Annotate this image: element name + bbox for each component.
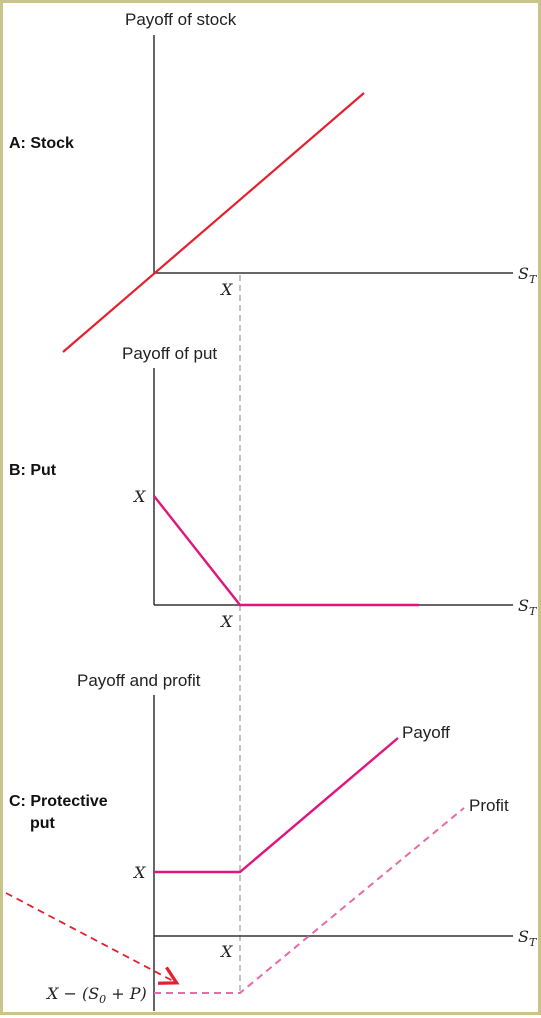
panel-c-y-title: Payoff and profit	[77, 671, 201, 690]
panel-a-x-tick: X	[219, 280, 233, 299]
profit-series-label: Profit	[469, 796, 509, 815]
stock-payoff-line	[62, 92, 365, 353]
put-payoff-line	[153, 495, 419, 607]
panel-c-low-tick: X − (S0 + P)	[45, 984, 147, 1006]
panel-c-x-axis-label: ST	[518, 927, 538, 949]
protective-put-diagram: Payoff of stock A: Stock ST X Payoff of …	[5, 10, 538, 1011]
panel-c-x-tick: X	[219, 942, 233, 961]
panel-c-protective-put: Payoff and profit C: Protective put ST X…	[5, 671, 538, 1011]
panel-a-x-axis-label: ST	[518, 264, 538, 286]
panel-c-label-line1: C: Protective	[9, 793, 108, 810]
panel-b-label: B: Put	[9, 462, 57, 479]
callout-arrow	[5, 892, 180, 985]
panel-b-x-tick: X	[219, 612, 233, 631]
payoff-series-label: Payoff	[402, 723, 450, 742]
panel-a-stock: Payoff of stock A: Stock ST X	[9, 10, 538, 353]
panel-b-put: Payoff of put B: Put ST X X	[9, 344, 538, 631]
panel-c-label-line2: put	[30, 815, 56, 832]
panel-b-y-title: Payoff of put	[122, 344, 217, 363]
panel-b-y-tick: X	[132, 487, 146, 506]
panel-c-y-tick: X	[132, 863, 146, 882]
panel-a-y-title: Payoff of stock	[125, 10, 237, 29]
panel-b-x-axis-label: ST	[518, 596, 538, 618]
protective-put-profit-line	[154, 807, 465, 994]
protective-put-payoff-line	[154, 737, 399, 874]
panel-a-label: A: Stock	[9, 135, 74, 152]
